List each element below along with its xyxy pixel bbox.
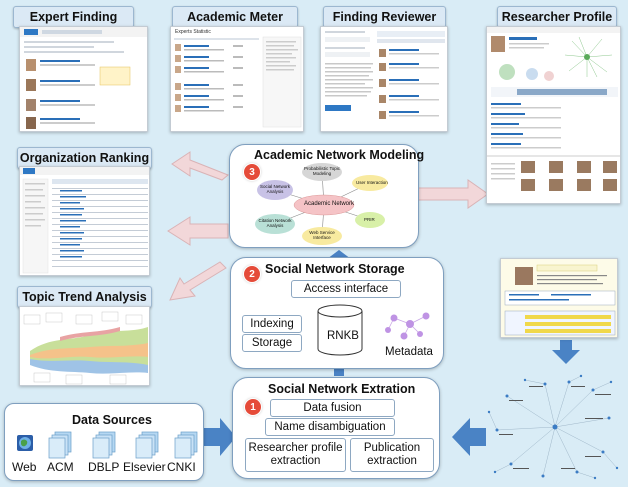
finding-reviewer-thumb <box>325 31 445 119</box>
researcher-profile-title: Researcher Profile <box>497 6 617 28</box>
source-web: Web <box>12 460 37 474</box>
academic-meter-thumb <box>174 36 302 128</box>
data-fusion-box: Data fusion <box>270 399 395 417</box>
data-sources-title: Data Sources <box>72 413 152 427</box>
topic-trend-analysis-screenshot <box>19 306 150 386</box>
name-disambiguation-box: Name disambiguation <box>265 418 395 436</box>
finding-reviewer-screenshot <box>320 26 448 132</box>
expert-finding-thumb <box>20 27 147 129</box>
meter-header: Experts Statistic <box>175 29 211 35</box>
node-prir: PRIR <box>364 217 375 222</box>
metadata-label: Metadata <box>385 346 433 358</box>
step-1-badge: 1 <box>245 399 261 415</box>
node-web-service-interface: Web Service Interface <box>309 230 335 240</box>
storage-title: Social Network Storage <box>265 262 405 276</box>
extraction-title: Social Network Extration <box>268 382 416 396</box>
topic-trend-analysis-title: Topic Trend Analysis <box>17 286 152 308</box>
arrow-to-org-ranking-2 <box>167 216 229 246</box>
researcher-profile-screenshot <box>486 26 621 204</box>
storage-box: Storage <box>242 334 302 352</box>
source-dblp: DBLP <box>88 460 120 474</box>
modeling-center-label: Academic Network <box>304 201 355 207</box>
researcher-profile-extraction-box: Researcher profile extraction <box>245 438 346 472</box>
academic-meter-title: Academic Meter <box>172 6 298 28</box>
expert-finding-screenshot <box>19 26 148 132</box>
finding-reviewer-title: Finding Reviewer <box>323 6 446 28</box>
topic-trend-thumb <box>23 311 148 385</box>
expert-finding-title: Expert Finding <box>13 6 134 28</box>
node-user-interaction: User Interaction <box>356 180 388 185</box>
rnkb-label: RNKB <box>327 330 359 342</box>
source-cnki: CNKI <box>167 460 196 474</box>
indexing-box: Indexing <box>242 315 302 333</box>
publication-extraction-box: Publication extraction <box>350 438 434 472</box>
access-interface-box: Access interface <box>291 280 401 298</box>
arrow-to-org-ranking <box>171 151 229 181</box>
organization-ranking-thumb <box>20 167 149 274</box>
node-citation-network-analysis: Citation Network Analysis <box>258 218 292 228</box>
node-probabilistic-topic-modeling: Probabilistic Topic Modeling <box>304 166 340 176</box>
modeling-title: Academic Network Modeling <box>254 148 425 162</box>
arrow-graph-to-extraction <box>452 418 486 456</box>
step-2-badge: 2 <box>244 266 260 282</box>
citation-graph-thumb <box>487 374 619 480</box>
arrow-to-topic-trend <box>169 261 227 301</box>
researcher-profile-thumb <box>487 27 620 191</box>
node-social-network-analysis: Social Network Analysis <box>259 184 290 194</box>
citation-graph-image <box>485 372 625 482</box>
organization-ranking-screenshot <box>19 166 150 276</box>
arrow-sources-to-extraction <box>202 418 236 456</box>
source-acm: ACM <box>47 460 74 474</box>
organization-ranking-title: Organization Ranking <box>17 147 152 169</box>
source-elsevier: Elsevier <box>123 460 166 474</box>
profile-detail-screenshot <box>500 258 618 338</box>
step-3-badge: 3 <box>244 164 260 180</box>
arrow-down-right <box>552 340 580 364</box>
profile-detail-thumb <box>501 259 617 337</box>
academic-meter-screenshot: Experts Statistic <box>170 26 304 132</box>
arrow-to-right-panel <box>417 179 489 209</box>
